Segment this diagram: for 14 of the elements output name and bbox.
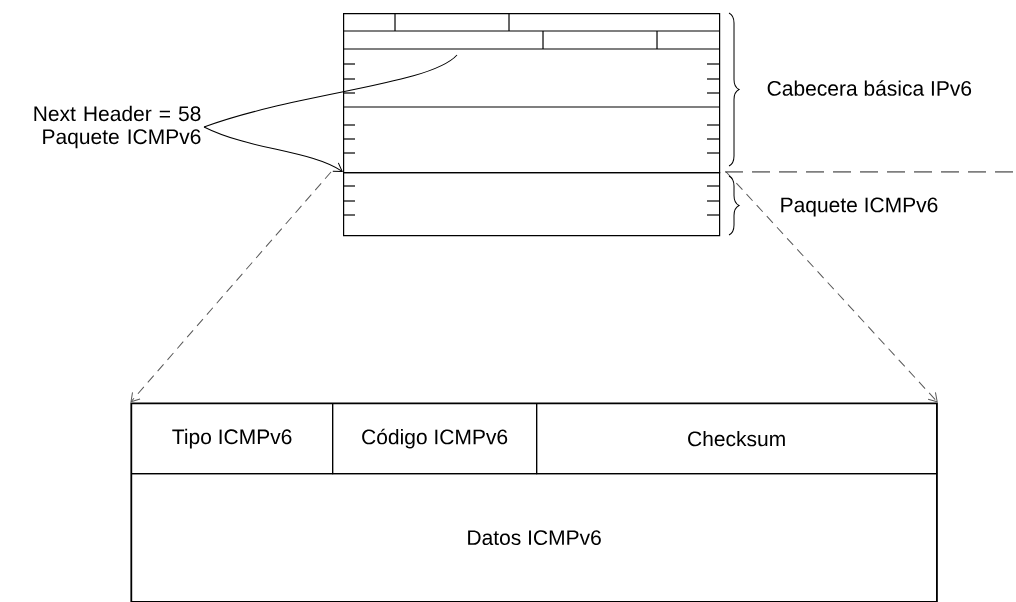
curved-arrow bbox=[203, 126, 343, 172]
node-label: Tipo ICMPv6 bbox=[172, 428, 292, 449]
packet-section-box bbox=[342, 12, 721, 174]
field-cell: Checksum bbox=[536, 403, 938, 475]
side-label: Cabecera básica IPv6 bbox=[767, 80, 972, 96]
dashed-arrow bbox=[725, 171, 938, 403]
leader-line bbox=[203, 54, 458, 128]
dashed-arrow bbox=[130, 171, 332, 403]
side-label: Paquete ICMPv6 bbox=[781, 197, 938, 217]
packet-section-box bbox=[130, 402, 938, 602]
field-cell: Datos ICMPv6 bbox=[131, 473, 938, 602]
field-cell: Código ICMPv6 bbox=[332, 403, 538, 475]
packet-section-box bbox=[342, 172, 721, 237]
annotation-text: Next Header = 58 Paquete ICMPv6 bbox=[34, 105, 201, 149]
